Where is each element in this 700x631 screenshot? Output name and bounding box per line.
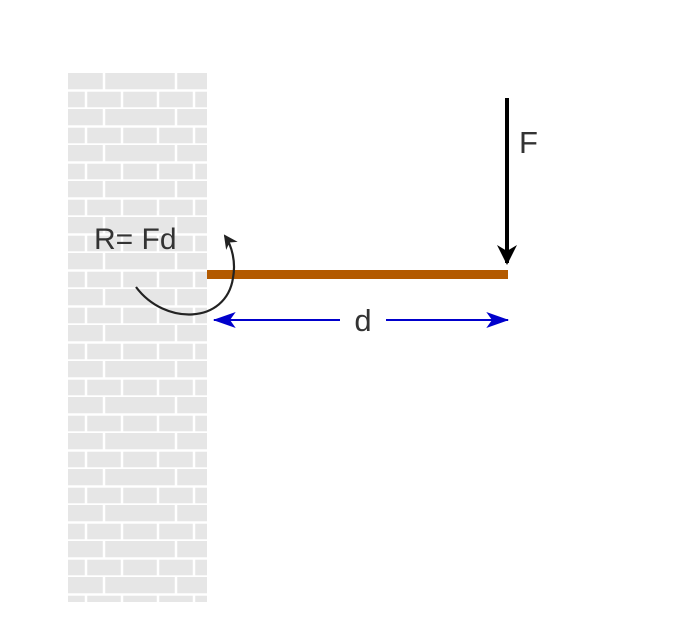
reaction-moment-arrow bbox=[135, 234, 238, 316]
cantilever-beam bbox=[207, 270, 508, 279]
brick-wall bbox=[68, 73, 207, 602]
reaction-label: R= Fd bbox=[94, 223, 177, 256]
force-label: F bbox=[519, 125, 538, 160]
distance-label: d bbox=[354, 303, 371, 338]
